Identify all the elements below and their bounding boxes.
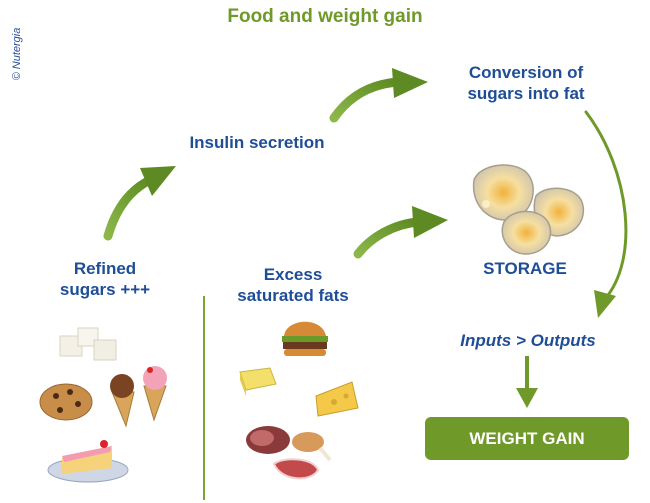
node-conversion-line2: sugars into fat: [467, 84, 585, 103]
cake-slice-icon: [47, 440, 129, 483]
node-storage: STORAGE: [483, 259, 567, 278]
cheese-icon: [315, 381, 359, 417]
node-inputs-outputs: Inputs > Outputs: [460, 331, 596, 350]
copyright-label: © Nutergia: [11, 27, 23, 81]
node-conversion-line1: Conversion of: [468, 63, 584, 82]
section-divider: [203, 296, 205, 500]
burger-icon: [282, 321, 328, 356]
arrow-inputs-to-weight-gain: [516, 356, 538, 408]
node-excess-fats: Excess saturated fats: [218, 264, 368, 306]
arrow-conversion-to-inputs: [584, 110, 628, 318]
cookie-icon: [39, 383, 93, 421]
arrow-sugars-to-insulin: [103, 166, 176, 241]
steak-icon: [272, 458, 320, 480]
arrow-fats-to-storage: [353, 206, 448, 259]
node-conversion: Conversion of sugars into fat: [446, 62, 606, 104]
node-insulin-secretion: Insulin secretion: [189, 133, 325, 152]
node-excess-line1: Excess: [263, 265, 323, 284]
diagram-title: Food and weight gain: [227, 6, 423, 27]
node-refined-sugars: Refined sugars +++: [40, 258, 170, 300]
fat-cells-icon: [472, 164, 585, 255]
arrow-insulin-to-conversion: [329, 68, 428, 123]
butter-icon: [239, 367, 277, 396]
ice-cream-icon: [110, 366, 167, 428]
meat-icon: [246, 426, 290, 454]
chicken-leg-icon: [292, 432, 332, 462]
sugar-cubes-icon: [59, 327, 117, 361]
node-excess-line2: saturated fats: [237, 286, 349, 305]
node-refined-line2: sugars +++: [59, 280, 151, 299]
weight-gain-box: WEIGHT GAIN: [425, 417, 629, 460]
node-refined-line1: Refined: [73, 259, 137, 278]
